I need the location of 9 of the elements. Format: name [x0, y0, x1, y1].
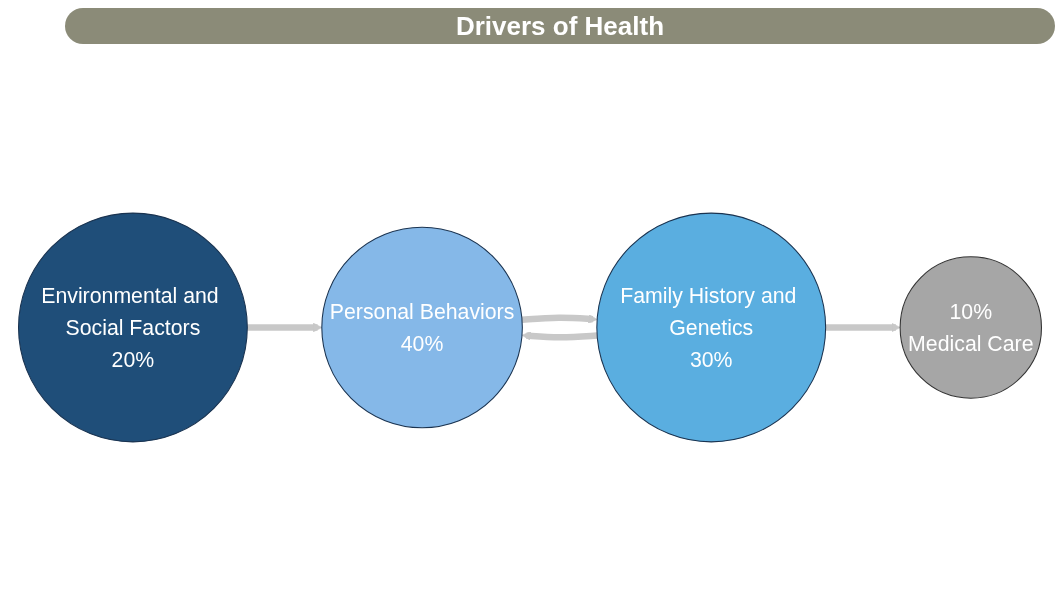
- node-circle: Environmental and Social Factors 20%: [18, 212, 248, 443]
- node-circle: Family History and Genetics 30%: [596, 212, 827, 443]
- arrow: [521, 314, 598, 324]
- node-circle: Personal Behaviors 40%: [321, 226, 523, 429]
- title-banner: Drivers of Health: [65, 8, 1055, 44]
- arrow: [247, 322, 323, 333]
- node-circle: 10% Medical Care: [899, 256, 1042, 399]
- arrow: [825, 322, 901, 333]
- arrow: [521, 331, 598, 341]
